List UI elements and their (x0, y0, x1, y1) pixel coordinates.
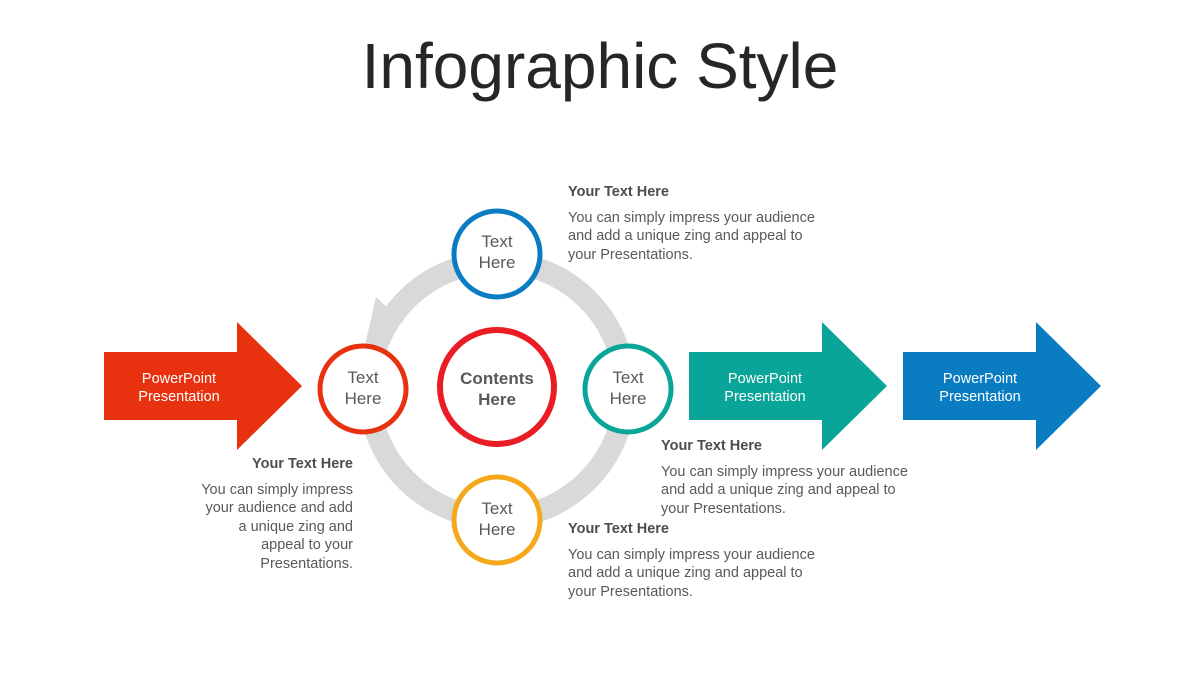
arrow-left-line1: PowerPoint (142, 371, 216, 387)
cycle-arrowhead (365, 297, 403, 345)
text-block-top-line: your Presentations. (568, 246, 693, 263)
text-block-left-heading: Your Text Here (252, 456, 353, 472)
text-block-right-line: your Presentations. (661, 500, 786, 517)
text-block-top-line: You can simply impress your audience (568, 209, 815, 226)
text-block-top-line: and add a unique zing and appeal to (568, 228, 803, 244)
node-right-line2: Here (610, 389, 647, 408)
arrow-blue-line2: Presentation (939, 389, 1020, 405)
text-block-right: Your Text Here You can simply impress yo… (661, 437, 908, 518)
arrow-teal-line1: PowerPoint (728, 371, 802, 387)
arrow-left-shape (104, 322, 302, 450)
slide-title: Infographic Style (361, 30, 839, 102)
node-right-line1: Text (612, 368, 643, 387)
node-bottom-line2: Here (479, 520, 516, 539)
text-block-top-heading: Your Text Here (568, 184, 669, 200)
text-block-left-line: your audience and add (205, 500, 353, 516)
text-block-bottom: Your Text Here You can simply impress yo… (568, 520, 815, 601)
text-block-bottom-line: your Presentations. (568, 583, 693, 600)
text-block-right-line: and add a unique zing and appeal to (661, 482, 896, 498)
center-line2: Here (478, 390, 516, 409)
text-block-bottom-line: and add a unique zing and appeal to (568, 565, 803, 581)
arrow-blue-shape (903, 322, 1101, 450)
node-top-circle (451, 208, 543, 300)
center-line1: Contents (460, 369, 534, 388)
text-block-right-heading: Your Text Here (661, 438, 762, 454)
node-left-line2: Here (345, 389, 382, 408)
center-circle (437, 327, 557, 447)
text-block-left-line: appeal to your (261, 537, 353, 553)
node-left-line1: Text (347, 368, 378, 387)
text-block-left: Your Text Here You can simply impress yo… (173, 455, 353, 573)
text-block-left-line: You can simply impress (201, 481, 353, 498)
arrow-left-line2: Presentation (138, 389, 219, 405)
node-bottom-line1: Text (481, 499, 512, 518)
node-right-circle (582, 343, 674, 435)
text-block-right-line: You can simply impress your audience (661, 463, 908, 480)
arrow-blue-line1: PowerPoint (943, 371, 1017, 387)
node-top-line2: Here (479, 253, 516, 272)
text-block-bottom-line: You can simply impress your audience (568, 546, 815, 563)
arrow-teal-line2: Presentation (724, 389, 805, 405)
text-block-top: Your Text Here You can simply impress yo… (568, 183, 815, 264)
node-left-circle (317, 343, 409, 435)
text-block-left-line: a unique zing and (238, 518, 354, 535)
node-top-line1: Text (481, 232, 512, 251)
node-bottom-circle (451, 474, 543, 566)
text-block-bottom-heading: Your Text Here (568, 521, 669, 537)
text-block-left-line: Presentations. (260, 555, 353, 572)
arrow-teal-shape (689, 322, 887, 450)
